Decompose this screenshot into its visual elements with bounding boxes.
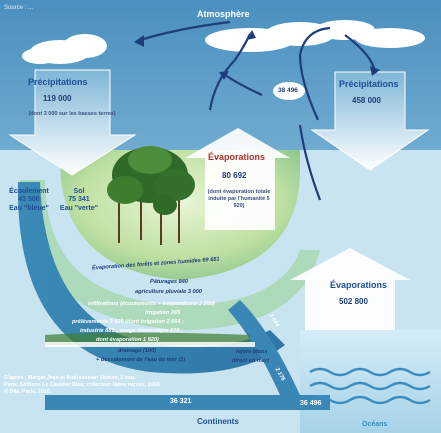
source-line-1: Paris, Éditions Le Cavalier Bleu, collec… [4,382,161,389]
bottom-right-value: 36 496 [300,400,322,407]
soil-title: Sol [73,188,85,195]
evaporation-ocean-arrow [290,248,410,330]
green-water-band [20,180,320,330]
runoff-band [17,182,285,374]
evap-ocean-title: Évaporations [330,280,388,290]
wetland-reeds [45,332,250,345]
source-line-2: © Dila, Paris, 2010. [4,389,52,396]
atmosphere-label: Atmosphère [197,9,250,19]
cycle-arrowheads [134,30,380,80]
source-block: D'après : Margat Jean et Andréassian Vaz… [4,375,161,396]
blue-flow-4: dont évaporation 1 920) [96,337,159,343]
cloud-shapes [22,20,425,64]
soil-block: Sol 75 341 Eau "verte" [56,188,102,213]
evaporation-land-arrow [185,128,290,230]
blue-flow-0: infiltrations (écoulements + évaporation… [88,301,215,307]
rejets-label: rejets (dans [236,349,268,355]
oceans-label: Océans [362,421,388,428]
evap-ocean-value: 502 800 [339,297,368,306]
transfer-value: 38 496 [278,87,298,94]
evap-land-value: 80 692 [222,171,247,180]
green-flow-1: Pâturages 840 [150,279,188,285]
soil-value: 75 341 [68,196,90,204]
ocean-waves [309,367,431,405]
soil-kind: Eau "verte" [59,204,99,212]
runoff-title: Écoulement [9,188,49,195]
continents-label: Continents [197,417,239,426]
runoff-kind: Eau "bleue" [9,204,49,212]
transfer-bubble [273,82,305,100]
precip-land-value: 119 000 [43,94,72,103]
wetland-water [45,342,255,347]
blue-flow-3: industrie 881 ; usage domestique 174 ; [80,328,183,334]
source-tag: Source : ... [4,5,34,11]
runoff-value: 43 500 [18,196,40,204]
cycle-arrows [139,20,377,201]
rejets-label-2: direct en mer) [232,358,269,364]
evap-land-title: Évaporations [208,152,266,162]
drainage-label: drainage (100) [118,348,156,354]
runoff-block: Écoulement 43 500 Eau "bleue" [4,188,54,213]
evap-land-note: (dont évaporation totale induite par l'h… [207,189,271,209]
river-to-ocean [45,300,330,410]
blue-flow-2: prélèvements 3 820 (dont irrigation 2 66… [72,319,184,325]
source-line-0: D'après : Margat Jean et Andréassian Vaz… [4,375,136,381]
bottom-left-value: 36 321 [170,398,192,405]
precipitation-land-arrow [8,69,137,176]
precip-ocean-value: 458 000 [352,96,381,105]
dessalement-label: + dessalement de l'eau de mer (1) [96,357,186,363]
green-flow-2: agriculture pluviale 3 000 [135,289,202,295]
forest-illustration [107,146,195,245]
ocean-area [300,330,441,433]
precip-land-title: Précipitations [28,77,88,87]
blue-flow-1: Irrigation 365 [145,310,181,316]
precip-ocean-title: Précipitations [339,79,399,89]
precip-land-note: (dont 3 000 sur les basses terres) [28,111,116,117]
precipitation-ocean-arrow [310,71,430,171]
